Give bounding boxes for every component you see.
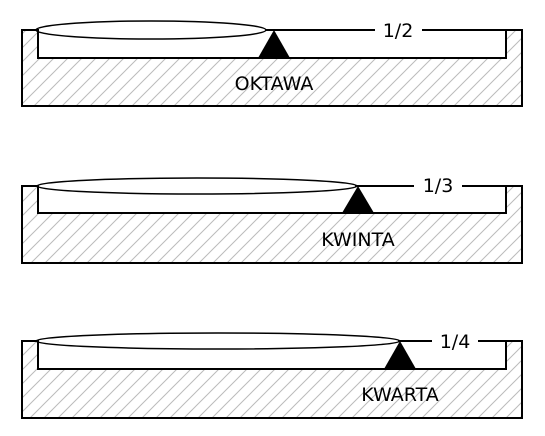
ratio-label: 1/2 [383,20,414,42]
bridge-triangle [342,186,374,213]
interval-label: KWINTA [321,229,395,251]
interval-label: KWARTA [361,384,438,406]
panel-kwinta: 1/3 KWINTA [21,175,523,264]
interval-label: OKTAWA [235,73,314,95]
vibrating-string [36,177,358,195]
vibrating-string [35,332,401,350]
bridge-triangle [384,341,416,369]
bridge-triangle [258,30,290,58]
vibrating-string [35,20,267,40]
resonator-body [21,185,523,264]
ratio-label: 1/4 [440,331,471,353]
ratio-label: 1/3 [423,175,454,197]
panel-kwarta: 1/4 KWARTA [21,331,523,419]
panel-oktawa: 1/2 OKTAWA [21,20,523,107]
